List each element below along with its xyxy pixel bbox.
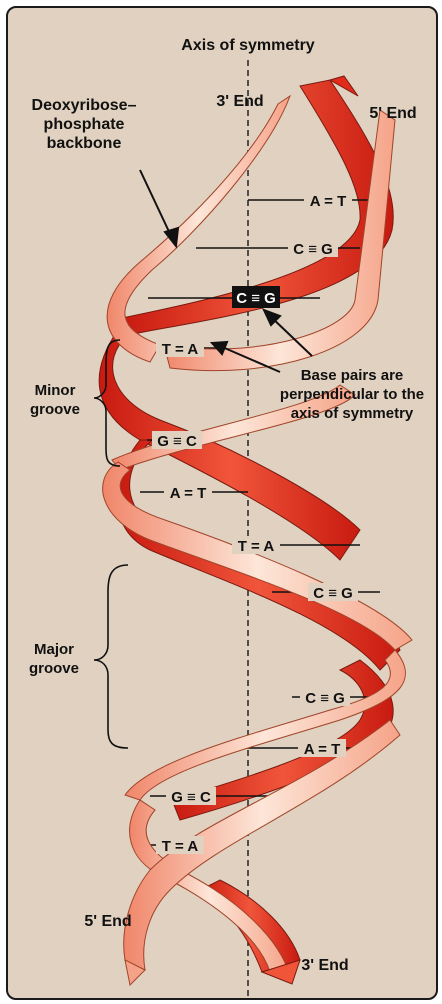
minor-groove-label-line2: groove bbox=[30, 401, 80, 418]
major-groove-label-line2: groove bbox=[29, 660, 79, 677]
perpendicular-label-line1: Base pairs are bbox=[301, 367, 404, 384]
base-pair-label-5: G ≡ C bbox=[157, 433, 197, 450]
top-left-end-label: 3' End bbox=[216, 93, 263, 110]
base-pair-label-4: T = A bbox=[162, 341, 199, 358]
backbone-label-line3: backbone bbox=[47, 135, 122, 152]
top-right-end-label: 5' End bbox=[369, 105, 416, 122]
base-pair-label-3-highlighted: C ≡ G bbox=[236, 290, 276, 307]
bottom-right-end-label: 3' End bbox=[301, 957, 348, 974]
base-pair-label-12: T = A bbox=[162, 838, 199, 855]
axis-title: Axis of symmetry bbox=[181, 37, 314, 54]
base-pair-label-1: A = T bbox=[310, 193, 347, 210]
base-pair-label-2: C ≡ G bbox=[293, 241, 333, 258]
perpendicular-label-line2: perpendicular to the bbox=[280, 386, 424, 403]
base-pair-label-11: G ≡ C bbox=[171, 789, 211, 806]
base-pair-label-10: A = T bbox=[304, 741, 341, 758]
minor-groove-label-line1: Minor bbox=[35, 382, 76, 399]
backbone-label-line2: phosphate bbox=[44, 116, 125, 133]
major-groove-label-line1: Major bbox=[34, 641, 74, 658]
base-pair-label-8: C ≡ G bbox=[313, 585, 353, 602]
backbone-label-line1: Deoxyribose– bbox=[32, 97, 137, 114]
perpendicular-label-line3: axis of symmetry bbox=[291, 405, 414, 422]
base-pair-label-6: A = T bbox=[170, 485, 207, 502]
base-pair-label-7: T = A bbox=[238, 538, 275, 555]
bottom-left-end-label: 5' End bbox=[84, 913, 131, 930]
base-pair-label-9: C ≡ G bbox=[305, 690, 345, 707]
